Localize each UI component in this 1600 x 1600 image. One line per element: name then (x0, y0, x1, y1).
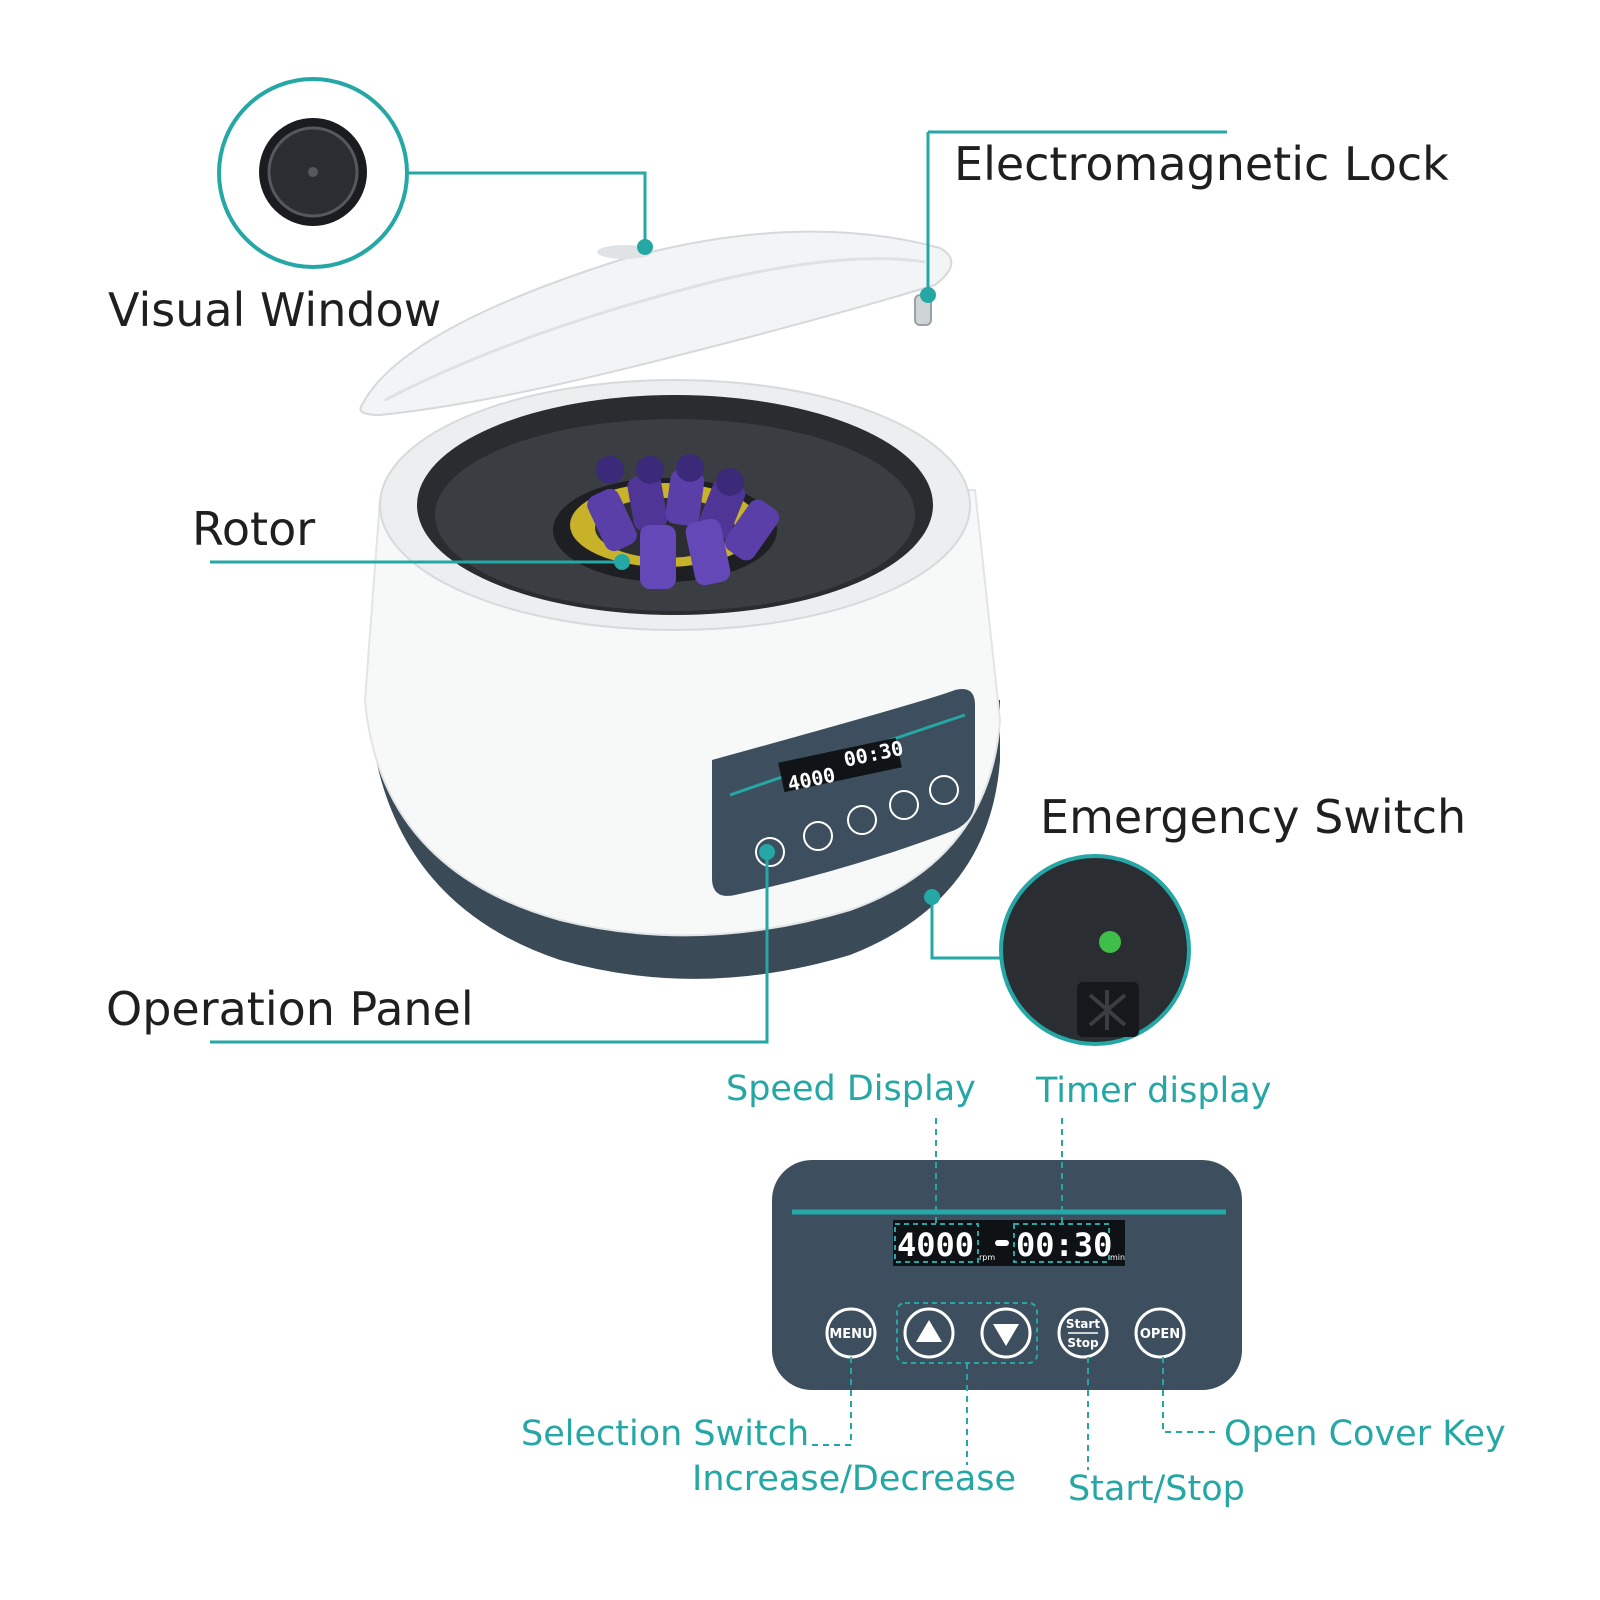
lcd-display: 4000 rpm 00:30 min (893, 1220, 1125, 1266)
increase-button[interactable] (903, 1307, 955, 1359)
panel-callout-lines (808, 1118, 1216, 1470)
callout-speed-display: Speed Display (726, 1069, 976, 1109)
stop-label: Stop (1067, 1336, 1099, 1350)
down-arrow-icon (993, 1324, 1019, 1346)
label-emergency-switch: Emergency Switch (1040, 790, 1466, 844)
leader-lines (210, 130, 1227, 1044)
rotor (553, 454, 780, 589)
start-label: Start (1066, 1317, 1100, 1331)
visual-window-inset (217, 77, 409, 269)
label-electromagnetic-lock: Electromagnetic Lock (954, 137, 1449, 191)
callout-timer-display: Timer display (1035, 1071, 1271, 1111)
timer-readout: 00:30 (1016, 1226, 1112, 1264)
small-down-button[interactable] (847, 805, 877, 835)
label-visual-window: Visual Window (108, 283, 441, 337)
callout-open-cover-key: Open Cover Key (1224, 1414, 1506, 1454)
label-rotor: Rotor (192, 502, 315, 556)
timer-unit: min (1110, 1253, 1125, 1262)
up-arrow-icon (916, 1320, 942, 1342)
rotation-indicator (995, 1240, 1009, 1246)
start-stop-button[interactable]: Start Stop (1057, 1307, 1109, 1359)
callout-increase-decrease: Increase/Decrease (692, 1459, 1016, 1499)
operation-panel-small: 4000 00:30 (712, 689, 975, 896)
open-cover-button[interactable]: OPEN (1134, 1307, 1186, 1359)
operation-panel-large: 4000 rpm 00:30 min MENU Start Stop (772, 1160, 1242, 1390)
callout-selection-switch: Selection Switch (521, 1414, 809, 1454)
sample-tube (627, 474, 668, 531)
leader-dots (614, 239, 940, 905)
sample-tube (665, 469, 705, 526)
speed-readout: 4000 (897, 1226, 974, 1264)
sample-tube (685, 518, 731, 586)
decrease-button[interactable] (980, 1307, 1032, 1359)
sample-tube (640, 525, 676, 589)
sample-tube (587, 488, 637, 552)
callout-start-stop: Start/Stop (1068, 1469, 1245, 1509)
menu-button-label: MENU (829, 1327, 872, 1342)
speed-unit: rpm (979, 1253, 995, 1262)
label-operation-panel: Operation Panel (106, 982, 474, 1036)
small-up-button[interactable] (803, 821, 833, 851)
small-start-stop-button[interactable] (889, 790, 919, 820)
sample-tube (724, 499, 780, 561)
open-button-label: OPEN (1140, 1327, 1180, 1342)
small-menu-button[interactable] (755, 837, 785, 867)
emergency-switch-inset (999, 854, 1191, 1046)
small-open-button[interactable] (929, 775, 959, 805)
